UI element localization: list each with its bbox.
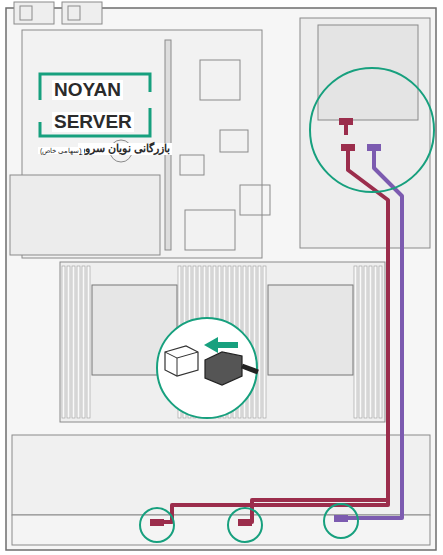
cables <box>158 124 402 522</box>
signal-cable <box>348 150 402 518</box>
power-cable <box>244 300 388 522</box>
dimm-slot <box>72 266 75 418</box>
dimm-slot <box>364 266 367 418</box>
dimm-slot <box>379 266 382 418</box>
dimm-slot <box>359 266 362 418</box>
psu-bay <box>300 18 430 248</box>
company-name: بازرگانی نویان سرور <box>78 143 172 155</box>
dimm-slots <box>62 266 382 418</box>
chassis <box>6 2 436 550</box>
logo-word: NOYAN <box>52 80 123 100</box>
processor-heatsink <box>268 285 353 375</box>
dimm-slot <box>77 266 80 418</box>
dimm-slot <box>354 266 357 418</box>
company-note: (سهامی خاص) <box>38 147 84 154</box>
dimm-slot <box>87 266 90 418</box>
dimm-slot <box>62 266 65 418</box>
power-cable <box>158 150 388 522</box>
dimm-slot <box>369 266 372 418</box>
connectors <box>150 118 381 526</box>
dimm-slot <box>374 266 377 418</box>
dimm-slot <box>67 266 70 418</box>
dimm-slot <box>258 266 261 418</box>
dimm-area <box>60 262 385 422</box>
dimm-slot <box>263 266 266 418</box>
dimm-slot <box>82 266 85 418</box>
logo-frame <box>40 74 150 136</box>
dimm-slot <box>253 266 256 418</box>
connector-detail <box>157 318 258 418</box>
power-cable <box>344 124 348 135</box>
callout-circles <box>140 68 434 542</box>
logo-word: SERVER <box>52 112 134 132</box>
riser <box>10 175 160 255</box>
